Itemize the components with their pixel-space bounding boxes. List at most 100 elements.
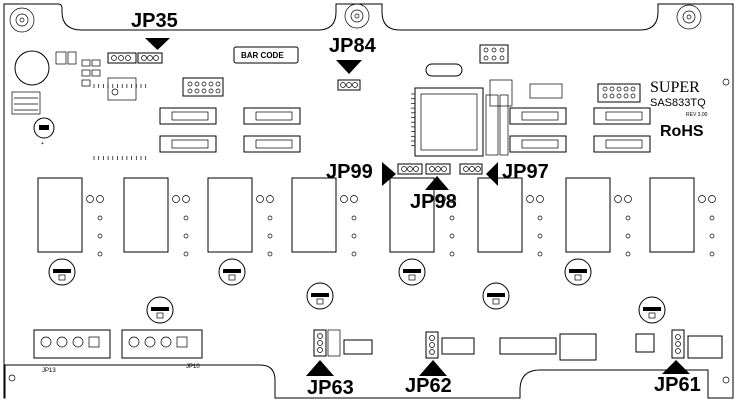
jp99-header: [397, 163, 423, 175]
capacitor-pad: [492, 298, 500, 305]
led-indicator: [625, 233, 631, 239]
led-indicator: [183, 215, 189, 221]
led-indicator: [536, 195, 544, 203]
jp62-arrow: [419, 360, 447, 376]
jp13-label: JP13: [42, 368, 56, 374]
jp63-header: [313, 329, 341, 357]
led-indicator: [340, 195, 348, 203]
led-indicator: [183, 233, 189, 239]
crystal-oscillator: [425, 63, 463, 77]
led-indicator: [97, 251, 103, 257]
led-cluster-left: [81, 59, 137, 101]
capacitor-band: [569, 269, 587, 273]
brand-logo: SUPER: [650, 79, 700, 96]
jp61-label: JP61: [654, 374, 701, 396]
electrolytic-capacitor: [48, 258, 76, 286]
capacitor-pad: [408, 274, 416, 281]
led-indicator: [449, 215, 455, 221]
capacitor-band: [223, 269, 241, 273]
status-label-block: [11, 91, 41, 115]
jp97-arrow: [486, 162, 498, 186]
drive-bay-outline: [389, 177, 435, 253]
jp10-label: JP10: [186, 364, 200, 370]
capacitor-pad: [156, 312, 164, 319]
small-capacitor-top-left: +: [33, 117, 55, 147]
capacitor-band: [487, 293, 505, 297]
led-indicator: [267, 215, 273, 221]
fan-connector-middle: [441, 337, 475, 355]
electrolytic-capacitor: [564, 258, 592, 286]
led-indicator: [449, 233, 455, 239]
mounting-hole-top-center: [344, 3, 370, 29]
led-indicator: [351, 233, 357, 239]
led-indicator: [709, 233, 715, 239]
chip-pins: [93, 84, 415, 160]
jp98-label: JP98: [410, 191, 457, 213]
led-indicator: [537, 233, 543, 239]
led-indicator: [183, 251, 189, 257]
sas-connector-j7: [159, 107, 217, 125]
capacitor-pad: [228, 274, 236, 281]
led-indicator: [614, 195, 622, 203]
drive-bay-outline: [291, 177, 337, 253]
fan-connector-left: [343, 339, 373, 355]
jp99-arrow: [382, 162, 396, 186]
jp63-label: JP63: [307, 377, 354, 399]
jp61-header: [671, 329, 685, 359]
jp99-label: JP99: [326, 161, 373, 183]
barcode-box: BAR CODE: [233, 46, 299, 64]
led-indicator: [526, 195, 534, 203]
controller-chip: [93, 84, 484, 160]
led-indicator: [182, 195, 190, 203]
drive-bay-outline: [649, 177, 695, 253]
led-indicator: [624, 195, 632, 203]
mounting-hole-bottom-left: [8, 374, 16, 382]
power-connector-jp13: JP13: [33, 329, 111, 374]
drive-bays: [37, 177, 716, 257]
sas-connector-j5: [243, 107, 301, 125]
capacitor-band: [311, 293, 329, 297]
mounting-hole-bottom-right: [722, 376, 730, 384]
mounting-hole-top-left: [9, 7, 35, 33]
brand-registered-mark: [722, 78, 730, 86]
electrolytic-capacitor: [146, 296, 174, 324]
rohs-label: RoHS: [660, 123, 704, 140]
led-indicator: [172, 195, 180, 203]
capacitor-band: [403, 269, 421, 273]
jp62-header: [425, 331, 439, 359]
jp35-header: [137, 52, 163, 64]
revision-label: REV 3.00: [686, 112, 708, 118]
led-indicator: [438, 195, 446, 203]
capacitor-band: [151, 307, 169, 311]
led-indicator: [698, 195, 706, 203]
led-indicator: [351, 215, 357, 221]
connector-header-2x5-left: [182, 77, 224, 97]
electrolytic-capacitor: [398, 258, 426, 286]
board-outline: [3, 3, 734, 399]
led-indicator: [625, 215, 631, 221]
drive-bay-outline: [477, 177, 523, 253]
jp62-label: JP62: [405, 375, 452, 397]
small-resistor-bottom-right: [635, 333, 655, 353]
capacitor-pad: [316, 298, 324, 305]
sas-connector-j1: [593, 107, 651, 125]
led-indicator: [266, 195, 274, 203]
led-indicator: [96, 195, 104, 203]
led-indicator: [256, 195, 264, 203]
electrolytic-capacitor: [638, 296, 666, 324]
led-indicator: [97, 233, 103, 239]
capacitor-pad: [58, 274, 66, 281]
drive-bay-outline: [37, 177, 83, 253]
capacitor-band: [643, 307, 661, 311]
drive-bay-outline: [565, 177, 611, 253]
mounting-hole-top-right: [676, 4, 702, 30]
electrolytic-capacitor: [482, 282, 510, 310]
connector-header-2x5-right: [597, 83, 641, 103]
drive-bay-outline: [123, 177, 169, 253]
sas-connector-j4: [243, 135, 301, 153]
barcode-label: BAR CODE: [241, 51, 284, 60]
led-indicator: [708, 195, 716, 203]
led-indicator: [709, 251, 715, 257]
header-2x3-top-middle: [479, 44, 509, 64]
